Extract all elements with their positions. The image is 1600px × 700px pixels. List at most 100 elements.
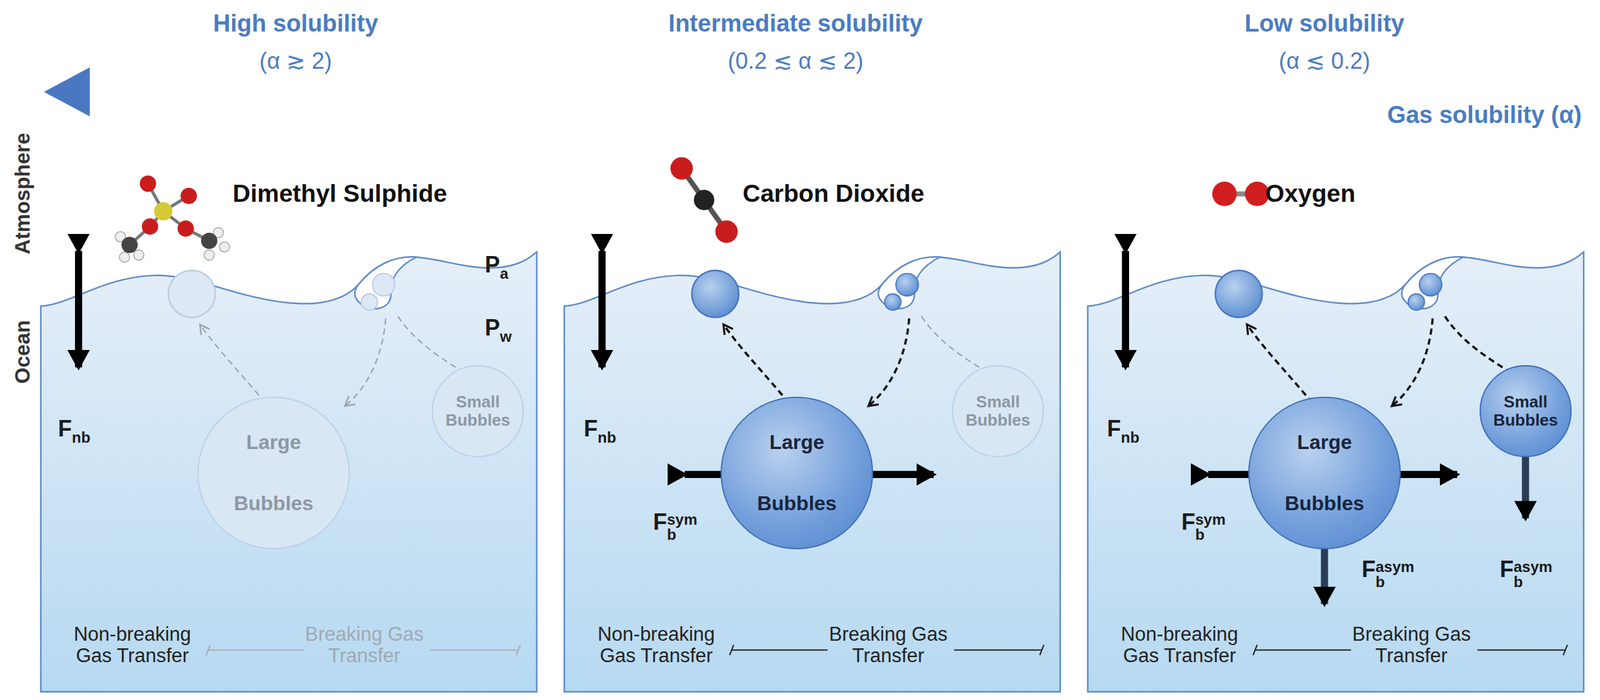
bubble-label: Large [769,431,824,454]
symbol-subscript: b [666,527,677,543]
axis-line [81,89,1600,95]
bracket-line [430,644,521,656]
text-label: Breaking Gas Transfer [1339,623,1485,667]
symbol-subscript: b [1375,574,1386,590]
ocean-body [40,252,538,692]
text-label: Breaking Gas Transfer [815,623,961,667]
side-label: Ocean [11,320,35,384]
symbol-label: Fnb [57,416,91,442]
axis-head [44,67,91,117]
symbol-main: F [1361,556,1376,582]
dashed-path-arrow [344,318,386,406]
symbol-subscript: w [499,328,512,345]
wave-bubble [372,273,396,297]
symbol-label: Pw [484,315,512,341]
symbol-main: F [57,416,72,442]
symbol-label: Fsymb [653,504,698,535]
surface-bubble [1215,270,1263,318]
text-label: Breaking Gas Transfer [291,623,437,667]
o2-molecule [1212,181,1270,207]
text-label: High solubility [213,10,379,38]
nonbreaking-flux-arrow [598,250,606,367]
wave-bubble [361,293,378,311]
text-label: Oxygen [1265,180,1356,208]
dms-atoms [115,175,230,263]
symbol-main: F [653,509,667,535]
symbol-superscript: sym [666,511,698,528]
bracket-line [206,644,304,656]
bubble-circle: LargeBubbles [1248,396,1401,550]
symbol-main: F [1107,416,1121,442]
ocean-panel [40,250,538,692]
script-stack: symb [1195,511,1226,543]
script-stack: symb [666,511,698,543]
bracket-line [729,644,828,656]
symbol-label: Fasymb [1499,551,1553,582]
nonbreaking-flux-arrow [75,250,82,367]
ocean-body [1087,252,1584,692]
bubble-circle: LargeBubbles [720,396,874,550]
text-label: Non-breaking Gas Transfer [583,623,729,667]
script-stack: asymb [1375,559,1415,590]
symbol-superscript: asym [1513,559,1553,575]
dashed-path-arrow [1246,324,1313,404]
bubble-circle: Small Bubbles [1479,365,1572,458]
text-label: Carbon Dioxide [742,180,925,208]
bubble-label: Large [245,431,301,454]
symbol-main: P [484,315,500,341]
symbol-main: P [484,252,500,278]
text-label: (0.2 ≲ α ≲ 2) [727,48,864,74]
text-label: Low solubility [1244,10,1404,38]
symbol-subscript: nb [71,429,91,446]
wave-bubble [1419,273,1443,297]
bubble-label: Large [1296,431,1352,454]
bubble-label: Small Bubbles [1487,392,1565,429]
text-label: Intermediate solubility [668,10,923,38]
symbol-label: Fnb [583,416,616,442]
nonbreaking-flux-arrow [1122,250,1130,367]
symbol-superscript: asym [1375,559,1415,575]
dashed-path-arrow [1391,318,1433,406]
symbol-main: F [583,416,598,442]
symbol-main: F [1181,509,1196,535]
ocean-panel [564,250,1061,692]
symbol-main: F [1499,556,1514,582]
symbol-label: Fsymb [1181,504,1226,535]
wave-bubble [1408,293,1425,311]
ocean-body [564,252,1061,692]
ocean-panel [1087,250,1584,692]
script-stack: asymb [1513,559,1553,590]
dashed-path-arrow [723,324,790,404]
text-label: (α ≳ 2) [259,48,333,74]
symbol-subscript: b [1513,574,1524,590]
symbol-subscript: nb [597,429,616,446]
text-label: Non-breaking Gas Transfer [59,623,205,667]
bubble-label: Bubbles [1284,492,1365,515]
bubble-circle: LargeBubbles [197,396,350,550]
bubble-label: Small Bubbles [439,392,517,429]
symbol-label: Fnb [1107,416,1140,442]
surface-bubble [168,270,215,318]
bubble-label: Bubbles [757,492,837,515]
bracket-line [1253,644,1351,656]
bubble-label: Bubbles [233,492,314,515]
bubble-label: Small Bubbles [959,392,1037,429]
symbol-label: Pa [484,252,509,278]
bubble-circle: Small Bubbles [951,365,1044,458]
symbol-subscript: b [1195,527,1205,543]
surface-bubble [691,270,739,318]
side-label: Atmosphere [11,133,35,255]
symbol-subscript: nb [1120,429,1140,446]
wave-bubble [884,293,901,311]
dashed-path-arrow [868,318,910,406]
symbol-superscript: sym [1195,511,1226,528]
bubble-circle: Small Bubbles [431,365,524,458]
bracket-line [953,644,1044,656]
symbol-label: Fasymb [1361,551,1415,582]
text-label: Non-breaking Gas Transfer [1107,623,1253,667]
text-label: (α ≲ 0.2) [1278,48,1370,74]
symbol-subscript: a [499,265,509,282]
text-label: Dimethyl Sulphide [232,180,447,208]
dms-molecule [129,183,210,245]
